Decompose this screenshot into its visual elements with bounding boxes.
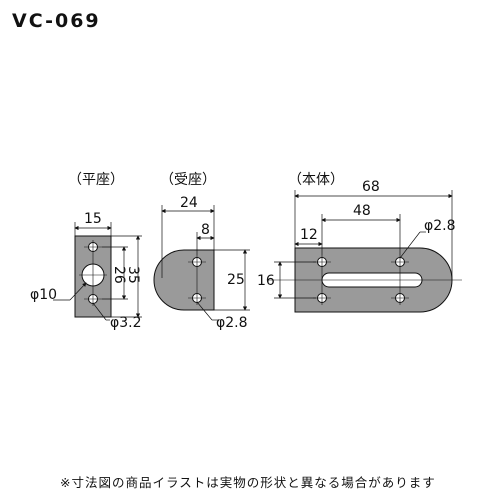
flat-seat-center-hole-label: φ10	[30, 287, 57, 303]
flat-seat-height-label: 35	[125, 266, 141, 284]
body-screw-hole-label: φ2.8	[424, 218, 456, 234]
flat-seat-view: （平座） 15 26 35 φ10 φ3.2	[30, 172, 142, 331]
body-title: （本体）	[288, 172, 344, 188]
receiver-seat-offset-label: 8	[201, 222, 210, 238]
body-length-label: 68	[362, 179, 380, 195]
receiver-seat-screw-hole-label: φ2.8	[216, 315, 248, 331]
body-height-label: 16	[257, 273, 275, 289]
receiver-seat-height-label: 25	[227, 272, 245, 288]
flat-seat-title: （平座）	[68, 172, 124, 188]
disclaimer-note: ※寸法図の商品イラストは実物の形状と異なる場合があります	[60, 475, 436, 490]
body-view: （本体） 68 48 12 16 φ2.8	[257, 172, 462, 313]
receiver-seat-plate	[153, 249, 215, 311]
body-offset-label: 12	[300, 227, 318, 243]
model-code: VC-069	[12, 10, 101, 32]
flat-seat-width-label: 15	[84, 211, 102, 227]
flat-seat-screw-hole-label: φ3.2	[110, 315, 142, 331]
receiver-seat-width-label: 24	[180, 195, 198, 211]
flat-seat-pitch-label: 26	[111, 266, 127, 284]
body-pitch-label: 48	[353, 203, 371, 219]
receiver-seat-title: （受座）	[160, 172, 216, 188]
receiver-seat-view: （受座） 24 8 25 φ2.8	[153, 172, 250, 331]
